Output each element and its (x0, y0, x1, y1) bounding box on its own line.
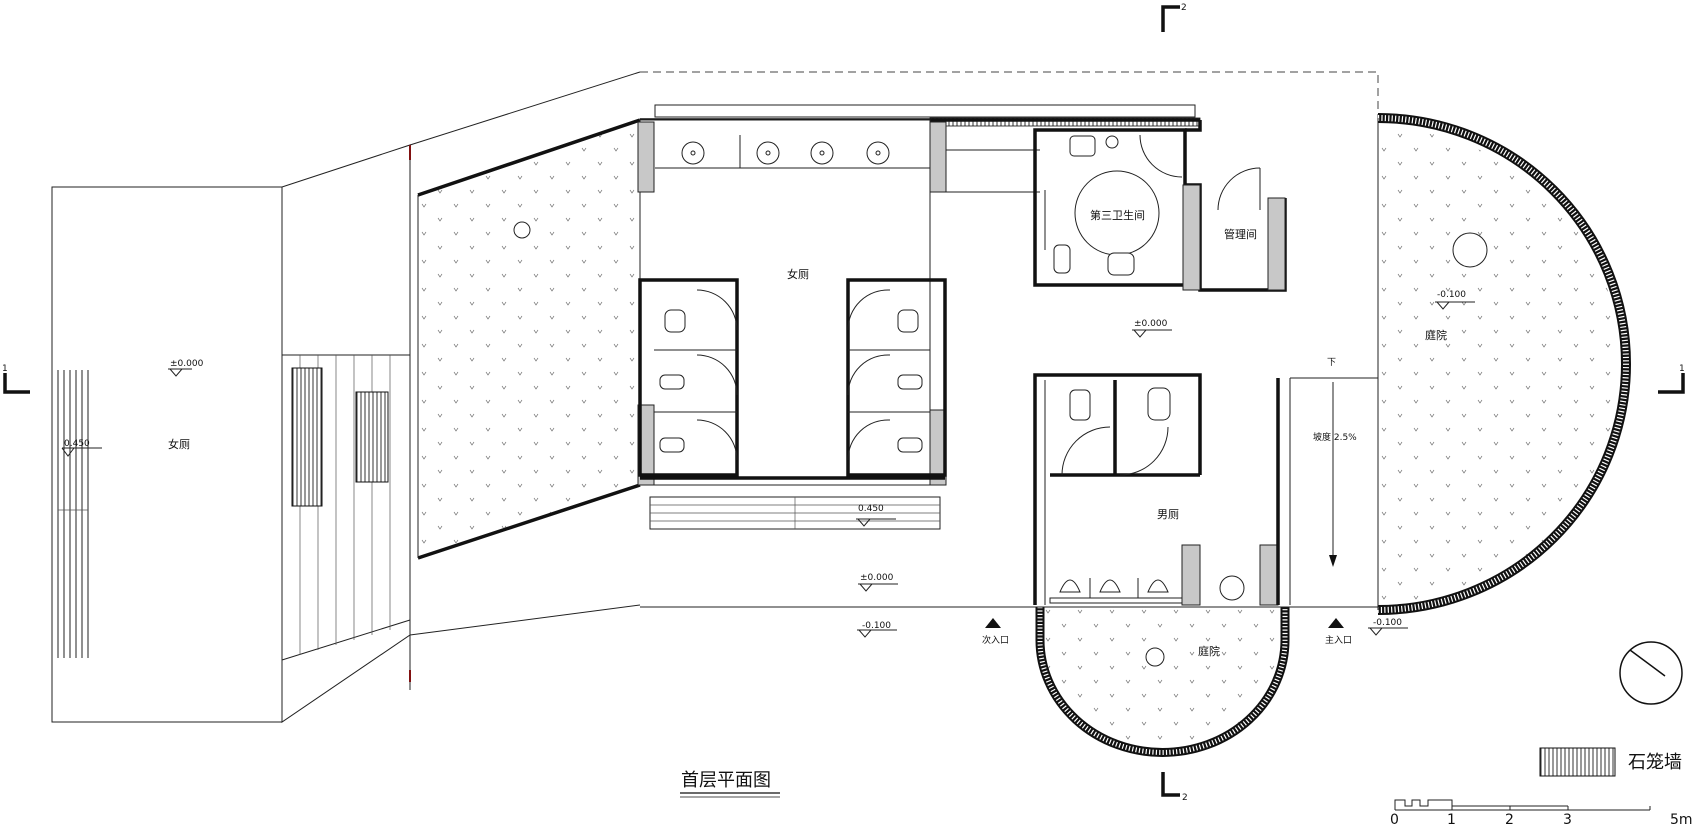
section-label: 2 (1181, 3, 1187, 13)
roof-outline (640, 71, 1379, 118)
level-label: 0.450 (64, 439, 90, 449)
tree (1452, 232, 1488, 268)
room-label: 管理间 (1224, 227, 1257, 241)
section-label: 1 (2, 364, 8, 374)
left-block (51, 144, 411, 723)
level-marks (61, 301, 1475, 638)
section-markers (3, 5, 1685, 797)
level-label: 0.450 (858, 504, 884, 514)
right-courtyard (1377, 113, 1631, 615)
section-label: 1 (1679, 364, 1685, 374)
room-label: 庭院 (1425, 328, 1447, 342)
main-entrance-icon (1328, 618, 1344, 628)
ramp (1290, 377, 1378, 567)
column (637, 121, 655, 193)
entrance-label: 次入口 (982, 634, 1009, 646)
stalls-right (846, 278, 947, 477)
entrance-label: 主入口 (1325, 634, 1352, 646)
room-label: 第三卫生间 (1090, 208, 1145, 222)
scale-tick-label: 0 (1390, 812, 1399, 826)
secondary-entrance-icon (985, 618, 1001, 628)
entrance-steps (649, 496, 941, 530)
level-label: -0.100 (1437, 290, 1466, 300)
room-label: 女厕 (168, 437, 190, 451)
stalls-left (638, 278, 739, 477)
scale-bar (1394, 799, 1651, 811)
level-label: -0.100 (862, 621, 891, 631)
level-label: ±0.000 (1134, 319, 1168, 329)
bench-left-2 (355, 391, 389, 483)
urinals (1059, 578, 1169, 598)
scale-tick-label: 1 (1447, 812, 1456, 826)
level-label: ±0.000 (170, 359, 204, 369)
section-label: 2 (1182, 793, 1188, 803)
sinks (681, 141, 890, 165)
third-wc (1033, 128, 1187, 287)
north-arrow-icon (1619, 641, 1683, 705)
column (929, 121, 947, 193)
passage-to-third-wc (946, 149, 1040, 193)
level-label: ±0.000 (860, 573, 894, 583)
plan-title: 首层平面图 (681, 770, 771, 791)
ramp-down-label: 下 (1327, 358, 1336, 368)
management-room (1182, 120, 1287, 292)
bench-left-1 (291, 367, 323, 507)
level-label: -0.100 (1373, 618, 1402, 628)
ramp-slope-label: 坡度 2.5% (1313, 431, 1357, 443)
room-label: 男厕 (1157, 508, 1179, 521)
room-label: 女厕 (787, 267, 809, 281)
column (637, 404, 655, 486)
gabion-legend-swatch (1539, 747, 1616, 777)
scale-tick-label: 3 (1563, 812, 1572, 826)
tree (513, 221, 531, 239)
womens-wc (637, 119, 1040, 530)
room-label: 庭院 (1198, 644, 1220, 658)
mens-wc (1033, 373, 1291, 606)
scale-tick-label: 5m (1670, 812, 1693, 826)
legend-label: 石笼墙 (1628, 752, 1682, 773)
platform-stripes (57, 370, 89, 658)
bottom-courtyard (1035, 607, 1290, 757)
left-wedge (409, 71, 641, 690)
tree (1145, 647, 1165, 667)
wedge-planting (418, 120, 640, 555)
scale-tick-label: 2 (1505, 812, 1514, 826)
